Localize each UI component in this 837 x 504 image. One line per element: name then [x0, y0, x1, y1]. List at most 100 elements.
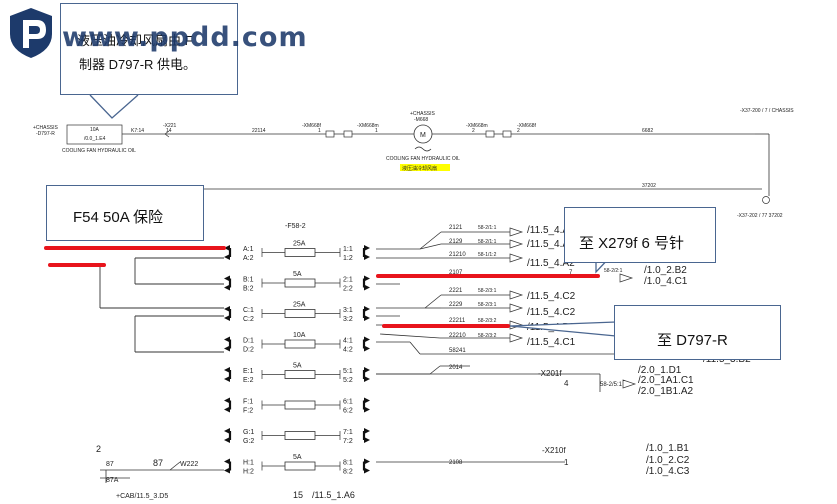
pin-right	[364, 336, 370, 343]
ref-11-5-4-c1: /11.5_4.C1	[527, 337, 576, 348]
fuse-rating: 5A	[293, 271, 302, 278]
x210f-label: -X210f	[542, 446, 566, 455]
fuse-rating: 10A	[293, 332, 306, 339]
pin-right	[364, 367, 370, 373]
pin-left	[224, 275, 230, 282]
ref-1-0-4-c3: /1.0_4.C3	[646, 466, 690, 477]
callout-x279f-text: 至 X279f 6 号针	[579, 235, 685, 252]
fuse-pin-label: F:2	[243, 408, 253, 415]
pointer-d797r	[509, 321, 617, 337]
wire-2221-term: 58-2/3:1	[478, 288, 497, 294]
fuse-symbol	[284, 370, 316, 379]
fuse-pin-label: C:2	[243, 316, 254, 323]
pin-left	[224, 437, 230, 443]
wire-22211-num: 22211	[449, 318, 466, 324]
pin-left	[224, 315, 230, 321]
bottom-left: 2 87 87 W222 87A +CAB/11.5_3.D5 15 /11.5…	[96, 444, 355, 500]
wire-6682: 6682	[642, 128, 653, 134]
pin-right	[364, 406, 370, 413]
pin-left	[224, 306, 230, 312]
wire-22210-term: 58-2/3:2	[478, 333, 497, 339]
wire-2121-term: 58-2/1:1	[478, 225, 497, 231]
callout-d797r-text: 至 D797-R	[657, 332, 728, 349]
logo	[6, 6, 56, 65]
fuse-pin-label: 1:2	[343, 255, 353, 262]
motor-chassis: +CHASSIS	[410, 111, 436, 117]
fuse-pin-label: H:1	[243, 460, 254, 467]
chassis-device-id: -D797-R	[36, 131, 55, 137]
pin-right	[364, 284, 370, 291]
pin-left	[224, 345, 230, 352]
fuse-pin-label: 3:2	[343, 316, 353, 323]
relay-box-rating: 10A	[90, 127, 100, 133]
x37-ref: -X37-200 / 7 / CHASSIS	[740, 108, 794, 114]
fuse-rating: 5A	[293, 363, 302, 370]
fuse-pin-label: C:1	[243, 307, 254, 314]
fuse-pin-label: 4:1	[343, 338, 353, 345]
ref-1-0-2-c2: /1.0_2.C2	[646, 455, 690, 466]
top-circuit: +CHASSIS -D797-R 10A /0.0_1.E4 COOLING F…	[33, 108, 794, 219]
fuse-row-f: F:1F:26:16:2	[224, 397, 370, 415]
wire-2129-term: 58-2/1:1	[478, 239, 497, 245]
bottom-h-ref2: /11.5_1.A6	[312, 490, 355, 500]
xm668m-b-label: -XM668m	[466, 123, 488, 129]
pin-right	[364, 437, 370, 443]
bottom-left-num: 2	[96, 444, 101, 454]
pin-left	[224, 458, 230, 465]
fuse-pin-label: A:2	[243, 255, 254, 262]
fuse-pin-label: 1:1	[343, 246, 353, 253]
x210f-pin: 1	[564, 458, 569, 467]
xm668f-b-pin: 2	[517, 128, 520, 134]
pin-right	[364, 254, 370, 260]
fuse-symbol	[284, 309, 316, 318]
fuse-pin-label: G:2	[243, 438, 254, 445]
bottom-h-ref: 15	[293, 490, 303, 500]
wire-2229-term: 58-2/3:1	[478, 302, 497, 308]
fan-icon	[414, 146, 432, 152]
label-87-b: 87	[153, 458, 163, 468]
pin-right	[364, 345, 370, 352]
wire-2107-term: 58-2/2:1	[604, 268, 623, 274]
fuse-pin-label: 2:1	[343, 277, 353, 284]
ref-1-0-2-b2: /1.0_2.B2	[644, 265, 687, 276]
wire-2221-num: 2221	[449, 288, 463, 294]
pin-right	[364, 467, 370, 474]
fuse-pin-label: 6:1	[343, 399, 353, 406]
fuse-symbol	[284, 278, 316, 288]
fuse-pin-label: 6:2	[343, 408, 353, 415]
pin-right	[364, 306, 370, 312]
fuse-row-g: G:1G:27:17:2	[224, 428, 370, 445]
fuse-pin-label: E:2	[243, 377, 254, 384]
motor-caption: COOLING FAN HYDRAULIC OIL	[386, 156, 460, 162]
fuse-symbol	[284, 461, 316, 471]
label-w222: W222	[180, 461, 198, 468]
pin-left	[224, 406, 230, 413]
fuse-pin-label: D:2	[243, 347, 254, 354]
xm668m-a-label: -XM668m	[357, 123, 379, 129]
x201f-pin: 4	[564, 379, 569, 388]
xm668m-b-pin: 2	[472, 128, 475, 134]
fuse-pin-label: 7:2	[343, 438, 353, 445]
fuse-pin-label: 4:2	[343, 347, 353, 354]
red-highlights	[44, 246, 600, 328]
pin-right	[364, 428, 370, 434]
fuse-pin-label: A:1	[243, 246, 254, 253]
label-87-a: 87	[106, 461, 114, 468]
callout-fuse-text: F54 50A 保险	[73, 209, 164, 226]
xm668f-a-label: -XM668f	[302, 123, 322, 129]
x221-label: -X221	[163, 123, 177, 129]
pin-left	[224, 284, 230, 291]
chassis-label: +CHASSIS	[33, 125, 59, 131]
wire-2121-num: 2121	[449, 225, 463, 231]
relay-box	[66, 124, 123, 145]
wire-22211-term: 58-2/3:2	[478, 318, 497, 324]
ref-2-0-1a1-c1: /2.0_1A1.C1	[638, 375, 694, 386]
pin-left	[224, 367, 230, 373]
wire-2014-num: 2014	[449, 365, 463, 371]
fuse-row-h: H:1H:28:18:25A	[224, 454, 370, 476]
fuse-symbol	[284, 400, 316, 410]
ref-2-0-1-d1: /2.0_1.D1	[638, 365, 682, 376]
